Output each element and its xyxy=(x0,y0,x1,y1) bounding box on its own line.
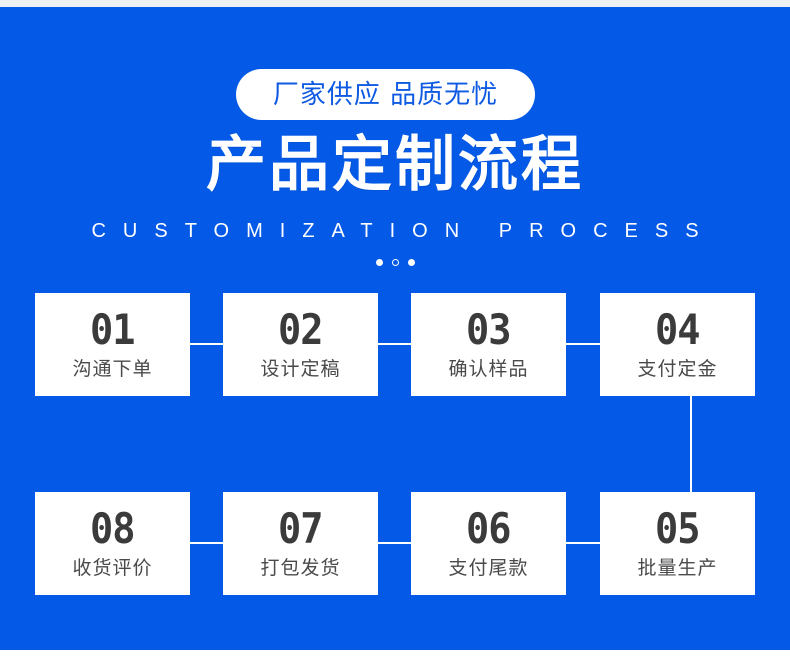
connector-06-05 xyxy=(566,542,600,544)
dot-indicator-2 xyxy=(391,259,399,266)
dot-indicator-group xyxy=(0,259,790,266)
step-number: 04 xyxy=(655,305,701,354)
step-label: 批量生产 xyxy=(637,557,718,579)
step-label: 收货评价 xyxy=(72,557,153,579)
step-card-08[interactable]: 08 收货评价 xyxy=(35,492,190,595)
connector-07-06 xyxy=(378,542,411,544)
step-number: 06 xyxy=(466,504,512,553)
step-label: 设计定稿 xyxy=(260,358,341,380)
step-label: 打包发货 xyxy=(260,557,341,579)
step-label: 支付尾款 xyxy=(448,557,529,579)
top-strip xyxy=(0,0,790,7)
blue-banner: 厂家供应 品质无忧 产品定制流程 CUSTOMIZATION PROCESS 0… xyxy=(0,7,790,650)
connector-01-02 xyxy=(190,343,223,345)
step-card-04[interactable]: 04 支付定金 xyxy=(600,293,755,396)
step-card-02[interactable]: 02 设计定稿 xyxy=(223,293,378,396)
tagline-badge: 厂家供应 品质无忧 xyxy=(236,69,535,120)
connector-08-07 xyxy=(190,542,223,544)
step-label: 沟通下单 xyxy=(72,358,153,380)
step-number: 07 xyxy=(278,504,324,553)
step-number: 05 xyxy=(655,504,701,553)
step-number: 03 xyxy=(466,305,512,354)
step-number: 01 xyxy=(90,305,136,354)
connector-02-03 xyxy=(378,343,411,345)
step-card-07[interactable]: 07 打包发货 xyxy=(223,492,378,595)
page-subtitle: CUSTOMIZATION PROCESS xyxy=(91,220,716,242)
step-card-06[interactable]: 06 支付尾款 xyxy=(411,492,566,595)
dot-indicator-3 xyxy=(407,259,415,266)
page-title: 产品定制流程 xyxy=(206,130,584,200)
step-number: 02 xyxy=(278,305,324,354)
step-number: 08 xyxy=(90,504,136,553)
dot-indicator-1 xyxy=(375,259,383,266)
connector-04-05 xyxy=(690,396,692,492)
step-label: 支付定金 xyxy=(637,358,718,380)
step-label: 确认样品 xyxy=(448,358,529,380)
step-card-05[interactable]: 05 批量生产 xyxy=(600,492,755,595)
step-card-01[interactable]: 01 沟通下单 xyxy=(35,293,190,396)
step-card-03[interactable]: 03 确认样品 xyxy=(411,293,566,396)
tagline-badge-label: 厂家供应 品质无忧 xyxy=(272,79,499,110)
connector-03-04 xyxy=(566,343,600,345)
